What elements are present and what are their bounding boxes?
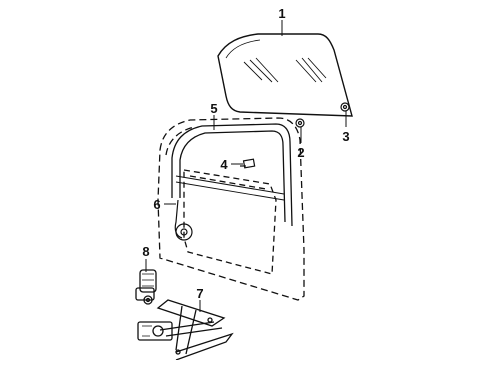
clip-right-part xyxy=(340,102,350,112)
rear-channel-part xyxy=(174,199,193,241)
callout-5: 5 xyxy=(210,101,217,116)
motor-part xyxy=(135,269,157,305)
callout-2: 2 xyxy=(297,145,304,160)
callout-labels: 1 2 3 4 5 6 7 8 xyxy=(142,6,349,301)
callout-6: 6 xyxy=(153,197,160,212)
door-frame xyxy=(157,117,305,301)
callout-7: 7 xyxy=(196,286,203,301)
callout-4: 4 xyxy=(220,157,228,172)
callout-3: 3 xyxy=(342,129,349,144)
leader-lines xyxy=(145,20,347,312)
bolt-part xyxy=(240,158,256,169)
callout-1: 1 xyxy=(278,6,285,21)
clip-left-part xyxy=(295,118,305,128)
door-glass xyxy=(217,33,353,117)
regulator-part xyxy=(137,299,234,361)
callout-8: 8 xyxy=(142,244,149,259)
